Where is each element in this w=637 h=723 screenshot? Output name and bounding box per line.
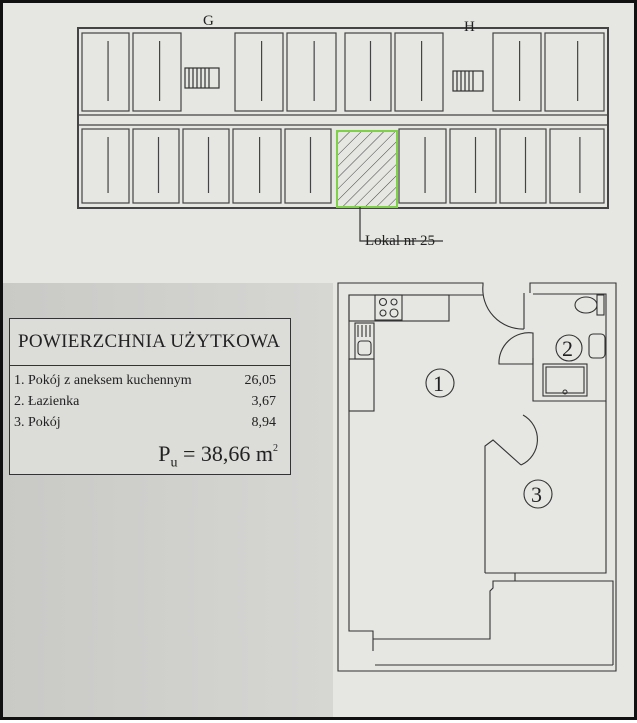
table-title: POWIERZCHNIA UŻYTKOWA (10, 319, 290, 366)
room-2-marker (555, 334, 583, 362)
room-name: 1. Pokój z aneksem kuchennym (14, 373, 192, 388)
total-unit-exponent: 2 (273, 443, 278, 454)
washbasin-icon (588, 333, 606, 359)
outer-wall (337, 282, 617, 672)
unit-label: Lokal nr 25 (365, 233, 435, 249)
building-unit (499, 128, 547, 204)
total-subscript: u (170, 455, 178, 471)
usable-area-table: POWIERZCHNIA UŻYTKOWA 1. Pokój z aneksem… (9, 318, 291, 475)
room-area: 26,05 (244, 373, 277, 388)
staircase-g-icon (184, 67, 220, 89)
room3-bottom-wall (485, 401, 607, 574)
shower-icon (542, 363, 588, 397)
total-area: Pu = 38,66 m2 (158, 441, 278, 471)
building-unit (344, 32, 392, 112)
room-3-marker (523, 479, 553, 509)
bathroom-door-arc[interactable] (498, 332, 534, 365)
stair-label-g: G (203, 13, 214, 29)
room-1-marker (425, 368, 455, 398)
building-unit (284, 128, 332, 204)
building-unit (492, 32, 542, 112)
unit-label-leader-line (359, 207, 443, 242)
staircase-h-icon (452, 70, 484, 92)
stair-label-h: H (464, 19, 475, 35)
plans-drawing: G H Lokal nr 25 (77, 13, 617, 672)
building-unit (549, 128, 605, 204)
building-unit (132, 128, 180, 204)
room-name: 2. Łazienka (14, 394, 80, 409)
building-unit (286, 32, 337, 112)
building-unit (81, 32, 130, 112)
unit-floor-plan (337, 282, 617, 672)
room3-wall (484, 439, 522, 573)
building-unit (449, 128, 497, 204)
total-value: = 38,66 m (182, 441, 273, 466)
highlighted-unit-25 (336, 130, 398, 208)
total-symbol: P (158, 441, 171, 466)
table-row: 3. Pokój 8,94 (10, 412, 290, 433)
kitchen-cabinet (348, 358, 375, 412)
balcony-window-line (373, 580, 614, 665)
room-area: 8,94 (251, 415, 277, 430)
room-number-2: 2 (562, 336, 573, 361)
units-group (81, 32, 605, 204)
stove-icon (374, 294, 403, 321)
room-number-1: 1 (433, 371, 444, 396)
toilet-icon (574, 294, 605, 316)
building-unit (232, 128, 282, 204)
table-row: 1. Pokój z aneksem kuchennym 26,05 (10, 370, 290, 391)
kitchen-counter (348, 294, 450, 322)
building-unit (398, 128, 447, 204)
building-unit (132, 32, 182, 112)
building-floor-plan (77, 27, 609, 242)
entry-door-arc[interactable] (482, 284, 525, 330)
building-unit (81, 128, 130, 204)
building-unit (234, 32, 284, 112)
inner-wall-room1 (348, 294, 483, 651)
room-number-3: 3 (531, 482, 542, 507)
building-unit (394, 32, 444, 112)
room-name: 3. Pokój (14, 415, 61, 430)
table-row: 2. Łazienka 3,67 (10, 391, 290, 412)
sink-icon (354, 322, 375, 360)
room3-door-arc[interactable] (520, 414, 538, 466)
building-unit (182, 128, 230, 204)
room-area: 3,67 (251, 394, 277, 409)
building-unit (544, 32, 605, 112)
